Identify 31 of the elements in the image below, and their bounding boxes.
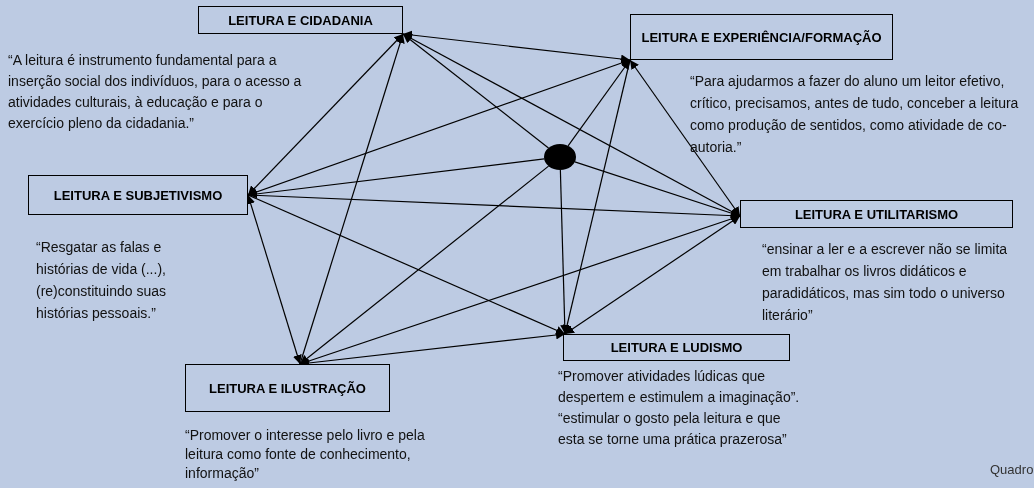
quote-text: “Resgatar as falas e histórias de vida (...), (re)constituindo suas histórias pessoais.” — [36, 238, 167, 323]
quote-text: “Promover atividades lúdicas que despertem e estimulem a imaginação”. “estimular o gosto pela leitura e que esta se torne uma prática prazerosa” — [558, 367, 801, 449]
topic-box — [28, 175, 248, 215]
quote-text: “ensinar a ler e a escrever não se limita em trabalhar os livros didáticos e paradidáticos, mas sim todo o universo literário” — [762, 240, 1009, 325]
quote-text: “A leitura é instrumento fundamental para a inserção social dos indivíduos, para o acesso a atividades culturais, à educação e para o exercício pleno da cidadania.” — [8, 51, 303, 133]
arrow — [629, 59, 741, 217]
box-title: LEITURA E LUDISMO — [610, 340, 743, 355]
arrow — [299, 33, 405, 365]
arrow — [247, 158, 545, 199]
arrow — [559, 169, 570, 335]
topic-box — [563, 334, 790, 361]
box-title: LEITURA E EXPERIÊNCIA/FORMAÇÃO — [641, 29, 882, 45]
filled-circle — [544, 144, 576, 170]
arrow — [247, 194, 566, 335]
arrow — [564, 215, 741, 335]
arrow — [299, 165, 550, 365]
arrow — [246, 194, 302, 365]
arrow — [247, 33, 404, 196]
topic-box — [630, 14, 893, 60]
topic-box — [185, 364, 390, 412]
box-title: LEITURA E ILUSTRAÇÃO — [209, 380, 366, 396]
arrow — [567, 59, 631, 147]
topic-box — [198, 6, 403, 34]
quote-text: “Promover o interesse pelo livro e pela leitura como fonte de conhecimento, informação” — [185, 426, 426, 483]
box-title: LEITURA E CIDADANIA — [228, 12, 373, 28]
arrow — [402, 33, 550, 149]
quote-text: “Para ajudarmos a fazer do aluno um leitor efetivo, crítico, precisamos, antes de tudo, conceber a leitura como produção de sentidos, como atividade de co-autoria.” — [690, 72, 1020, 157]
box-title: LEITURA E UTILITARISMO — [794, 206, 959, 222]
caption-text: Quadro — [990, 462, 1034, 477]
box-title: LEITURA E SUBJETIVISMO — [53, 187, 223, 203]
topic-box — [740, 200, 1013, 228]
